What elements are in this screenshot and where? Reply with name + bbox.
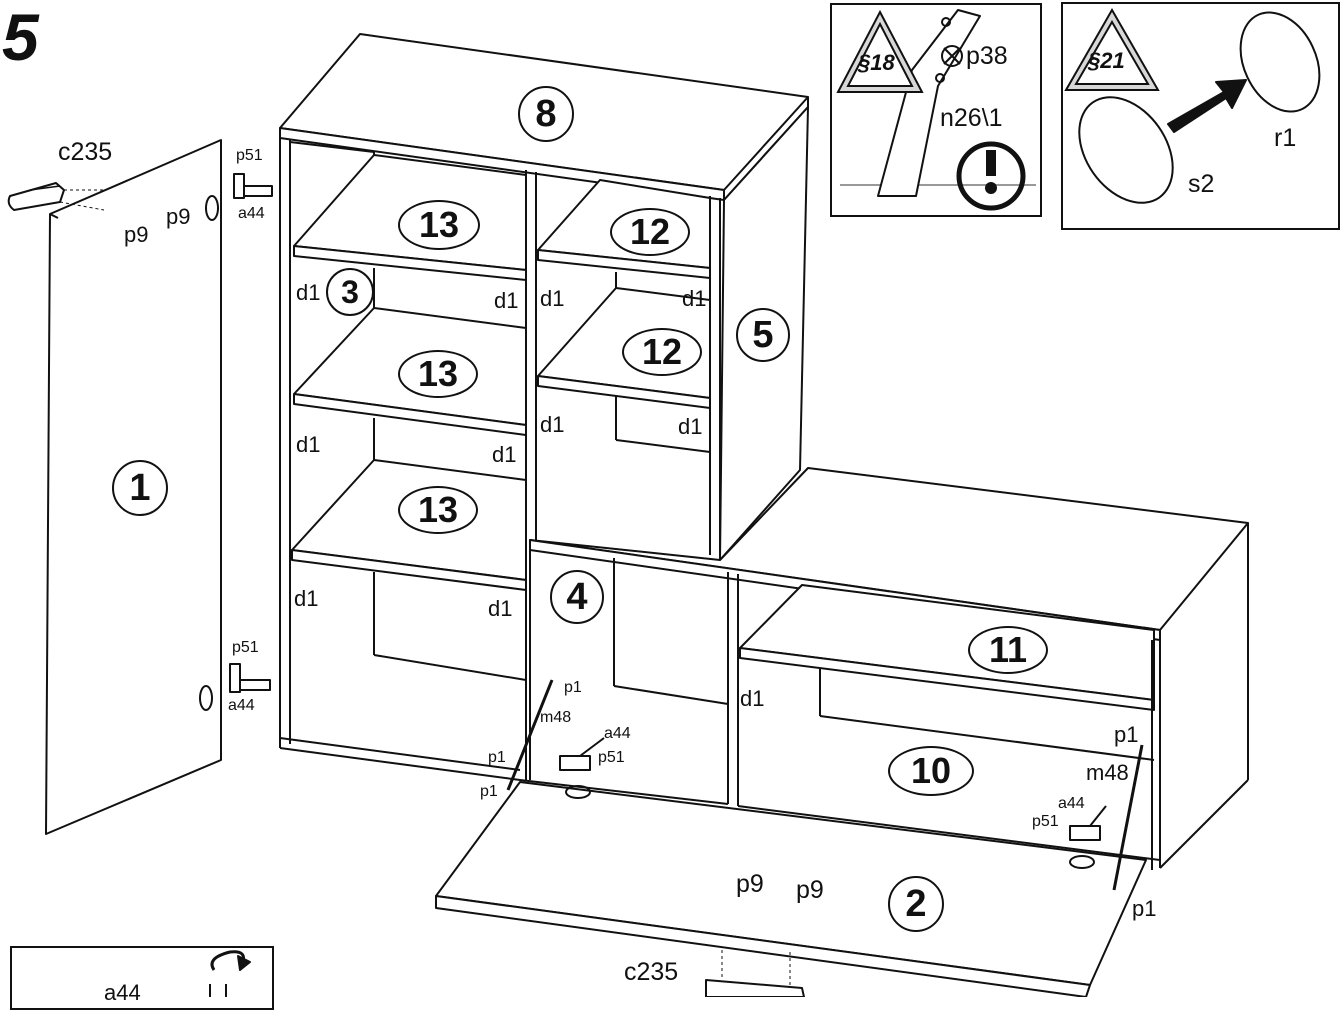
part-4-label: 4 bbox=[550, 570, 604, 624]
low-cabinet bbox=[519, 467, 1249, 870]
part-8-label: 8 bbox=[518, 86, 574, 142]
d1-label-2: d1 bbox=[494, 288, 519, 313]
d1-label-11: d1 bbox=[740, 686, 765, 711]
part-13-label-a: 13 bbox=[398, 200, 480, 250]
p9-label-b: p9 bbox=[166, 204, 191, 229]
d1-label-5: d1 bbox=[296, 432, 321, 457]
warning-sign-18 bbox=[836, 9, 924, 93]
a44-label-c: a44 bbox=[604, 725, 631, 742]
hinge-bottom-left bbox=[199, 663, 271, 711]
hinge-top-left bbox=[205, 173, 273, 221]
r1-label: r1 bbox=[1274, 124, 1297, 152]
p1-label-a: p1 bbox=[564, 679, 582, 696]
detail-2-drawing bbox=[1078, 11, 1321, 204]
d1-label-8: d1 bbox=[678, 414, 703, 439]
hinge-right bbox=[1069, 805, 1107, 869]
c235-label-top: c235 bbox=[58, 138, 113, 166]
p9-label-d: p9 bbox=[796, 876, 824, 904]
p38-label: p38 bbox=[966, 42, 1008, 70]
p51-label-a: p51 bbox=[236, 147, 263, 164]
d1-label-4: d1 bbox=[682, 286, 707, 311]
sign-21-label: §21 bbox=[1088, 48, 1125, 73]
n26-label: n26\1 bbox=[940, 104, 1003, 132]
part-12-label-b: 12 bbox=[622, 328, 702, 376]
d1-label-6: d1 bbox=[492, 442, 517, 467]
d1-label-10: d1 bbox=[488, 596, 513, 621]
part-10-label: 10 bbox=[888, 746, 974, 796]
p51-label-d: p51 bbox=[1032, 813, 1059, 830]
detail-box-2 bbox=[1061, 2, 1340, 230]
warning-sign-21 bbox=[1064, 7, 1160, 91]
detail-box-3 bbox=[10, 946, 274, 1010]
d1-label-9: d1 bbox=[294, 586, 319, 611]
detail-3-drawing bbox=[209, 950, 251, 997]
p1-label-c: p1 bbox=[480, 783, 498, 800]
d1-label-3: d1 bbox=[540, 286, 565, 311]
p9-label-a: p9 bbox=[124, 222, 149, 247]
a44-label-d: a44 bbox=[1058, 795, 1085, 812]
part-3-label: 3 bbox=[326, 268, 374, 316]
part-2-label: 2 bbox=[888, 876, 944, 932]
p9-label-c: p9 bbox=[736, 870, 764, 898]
part-13-label-b: 13 bbox=[398, 350, 478, 398]
p1-label-e: p1 bbox=[1132, 896, 1157, 921]
a44-label-a: a44 bbox=[238, 205, 265, 222]
d1-label-7: d1 bbox=[540, 412, 565, 437]
part-11-label: 11 bbox=[968, 626, 1048, 674]
detail-1-drawing bbox=[840, 9, 1036, 211]
d1-label-1: d1 bbox=[296, 280, 321, 305]
a44-label-b: a44 bbox=[228, 697, 255, 714]
step-number: 5 bbox=[2, 0, 39, 74]
p51-label-c: p51 bbox=[598, 749, 625, 766]
sign-18-label: §18 bbox=[858, 50, 895, 75]
p1-label-d: p1 bbox=[1114, 722, 1139, 747]
m48-label-b: m48 bbox=[1086, 760, 1129, 785]
c235-label-bottom: c235 bbox=[624, 958, 679, 986]
a44-label-e: a44 bbox=[104, 980, 141, 1005]
detail-box-1 bbox=[830, 3, 1042, 217]
part-12-label-a: 12 bbox=[610, 208, 690, 256]
part-1-label: 1 bbox=[112, 460, 168, 516]
hinge-center bbox=[559, 737, 605, 799]
m48-label-a: m48 bbox=[540, 709, 572, 726]
part-5-label: 5 bbox=[736, 308, 790, 362]
s2-label: s2 bbox=[1188, 170, 1215, 198]
p51-label-b: p51 bbox=[232, 639, 259, 656]
flap-panel-2 bbox=[435, 781, 1147, 997]
p1-label-b: p1 bbox=[488, 749, 506, 766]
handle-c235-top bbox=[7, 182, 106, 211]
part-13-label-c: 13 bbox=[398, 486, 478, 534]
exclamation-icon bbox=[985, 150, 997, 194]
